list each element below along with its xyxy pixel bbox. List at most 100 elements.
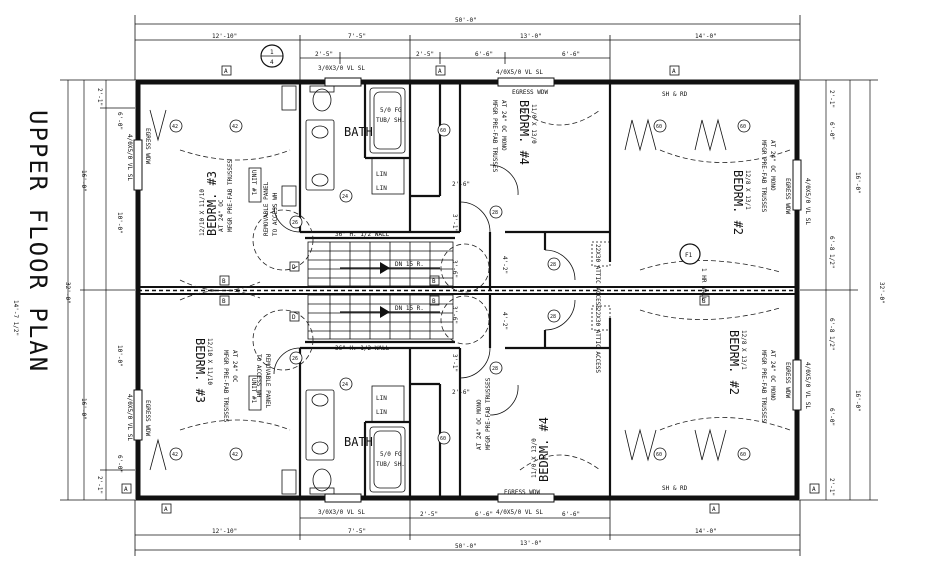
elec-6: 60 [740, 124, 746, 130]
dim-overall-top: 50'-0" [455, 17, 477, 24]
dim-left-4: 10'-0" [116, 212, 123, 234]
truss-oc-bed4-lower: AT 24" OC MONO [476, 399, 483, 450]
top-dimensions: 50'-0" 12'-10" 7'-5" 13'-0" 14'-0" 2'-5"… [134, 15, 801, 80]
window-left-upper: 4/0X5/0 VL SL [126, 134, 133, 181]
attic-label-lower: 22X30 ATTIC ACCESS [594, 308, 601, 373]
elec-10: 60 [440, 436, 446, 442]
dim-top-sub-1: 2'-5" [315, 51, 333, 58]
section-marker: 1 4 [260, 44, 284, 68]
tag-a-2: A [438, 68, 442, 75]
right-dimensions: 32'-0" 2'-1" 6'-0" 16'-0" 6'-8 1/2" 6'-8… [800, 79, 885, 501]
elec-9: 60 [440, 128, 446, 134]
lin-lower-2: LIN [376, 409, 387, 416]
stair-dn-lower: DN 15 R. [395, 305, 424, 312]
door-tag-3: 24 [342, 194, 348, 200]
dim-top-3: 13'-0" [520, 33, 542, 40]
room-bed2-lower-size: 12/8 X 13/1 [740, 330, 747, 370]
to-access-upper: TO ACCESS WH [272, 192, 279, 236]
room-bed2-upper-size: 12/8 X 13/1 [744, 170, 751, 210]
closet-rods [149, 109, 727, 471]
room-bed4-upper-size: 11/0 X 13/0 [530, 104, 537, 144]
truss-oc-bed3-upper: AT 24" OC [218, 199, 225, 232]
dim-bottom-2: 7'-5" [348, 528, 366, 535]
f1-marker: F1 [679, 243, 701, 265]
room-bed3-upper-size: 12/10 X 11/10 [199, 189, 206, 236]
sh-rd-lower: SH & RD [662, 485, 688, 492]
dim-right-4: 6'-8 1/2" [828, 236, 835, 269]
egress-lower: EGRESS WDW [504, 489, 541, 496]
dim-int-5: 3'-6" [451, 260, 458, 278]
tag-a-7: A [712, 506, 716, 513]
truss-note-bed3-lower: MFGR PRE-FAB TRUSSES [222, 350, 229, 423]
tub-label-upper: 5/0 FG [380, 107, 402, 114]
truss-oc-bed2-upper: AT 24" OC MONO [769, 140, 776, 191]
dim-right-7: 6'-0" [828, 408, 835, 426]
door-tags: 26 26 24 24 28 28 28 28 [289, 189, 561, 391]
tag-d-2: D [292, 314, 296, 321]
room-bed2-lower: BEDRM. #2 [727, 330, 741, 395]
section-number: 1 [270, 49, 274, 56]
section-sheet: 4 [270, 59, 274, 66]
dim-bottom-sub-2: 6'-6" [475, 511, 493, 518]
bottom-dimensions: 12'-10" 7'-5" 13'-0" 14'-0" 50'-0" 2'-5"… [134, 500, 801, 556]
egress-upper: EGRESS WDW [512, 89, 549, 96]
dim-left-3: 16'-0" [80, 170, 87, 192]
truss-note-bed3-upper: MFGR PRE-FAB TRUSSES [227, 159, 234, 232]
room-bed3-lower: BEDRM. #3 [193, 338, 207, 403]
dim-right-overall: 32'-0" [878, 282, 885, 304]
tag-boxes: A A A A A A A B B B B B D D [121, 65, 820, 514]
room-bath-upper: BATH [344, 125, 373, 139]
dim-top-4: 14'-0" [695, 33, 717, 40]
dim-int-6: 3'-6" [451, 306, 458, 324]
door-tag-6: 28 [492, 366, 498, 372]
dim-left-2: 6'-0" [116, 112, 123, 130]
dim-right-8: 2'-1" [828, 478, 835, 496]
tag-b-3: B [432, 278, 436, 285]
door-tag-8: 28 [550, 314, 556, 320]
lin-lower-1: LIN [376, 395, 387, 402]
window-right-upper: 4/0X5/0 VL SL [804, 178, 811, 225]
tag-b-2: B [222, 298, 226, 305]
door-tag-4: 24 [342, 382, 348, 388]
window-right-lower: 4/0X5/0 VL SL [804, 362, 811, 409]
dim-bottom-4: 14'-0" [695, 528, 717, 535]
truss-note-bed2-upper: MFGR PRE-FAB TRUSSES [760, 140, 767, 213]
removable-panel-lower: REMOVABLE PANEL [264, 354, 271, 409]
dim-int-1: 2'-6" [452, 181, 470, 188]
tag-d-1: D [292, 264, 296, 271]
room-bed3-lower-size: 12/10 X 11/10 [206, 338, 213, 385]
dim-top-sub-2: 2'-5" [416, 51, 434, 58]
truss-oc-bed3-lower: AT 24" OC [231, 350, 238, 383]
lin-upper-1: LIN [376, 171, 387, 178]
elec-4: 42 [232, 452, 238, 458]
elec-8: 60 [740, 452, 746, 458]
door-tag-7: 28 [550, 262, 556, 268]
tag-a-3: A [672, 68, 676, 75]
window-bath-upper: 3/0X3/0 VL SL [318, 65, 365, 72]
dim-bottom-sub-1: 2'-5" [420, 511, 438, 518]
stair-treads [307, 241, 454, 340]
egress-left-lower: EGRESS WDW [144, 400, 151, 437]
egress-left-upper: EGRESS WDW [144, 128, 151, 165]
truss-oc-bed4-upper: AT 24" OC MONO [500, 100, 507, 151]
window-left-lower: 4/0X5/0 VL SL [126, 394, 133, 441]
tag-a-1: A [224, 68, 228, 75]
plan-title: UPPER FLOOR PLAN [24, 110, 52, 373]
door-swings [273, 164, 576, 416]
tub-label2-lower: TUB/ SH. [376, 461, 405, 468]
dim-top-2: 7'-5" [348, 33, 366, 40]
dim-left-7: 6'-0" [116, 455, 123, 473]
tag-a-6: A [164, 506, 168, 513]
attic-access-upper [591, 241, 611, 267]
window-bed4-lower: 4/0X5/0 VL SL [496, 509, 543, 516]
dim-left-8: 2'-1" [96, 476, 103, 494]
dim-bottom-1: 12'-10" [212, 528, 237, 535]
dim-left-1: 2'-1" [96, 88, 103, 106]
half-wall-lower: 36" H. 1/2 WALL [335, 345, 390, 352]
party-wall [138, 286, 797, 295]
dim-int-2: 2'-6" [452, 389, 470, 396]
attic-label-upper: 22X30 ATTIC ACCESS [594, 244, 601, 309]
elec-2: 42 [232, 124, 238, 130]
dim-right-2: 6'-0" [828, 122, 835, 140]
half-wall-upper: 36" H. 1/2 WALL [335, 231, 390, 238]
